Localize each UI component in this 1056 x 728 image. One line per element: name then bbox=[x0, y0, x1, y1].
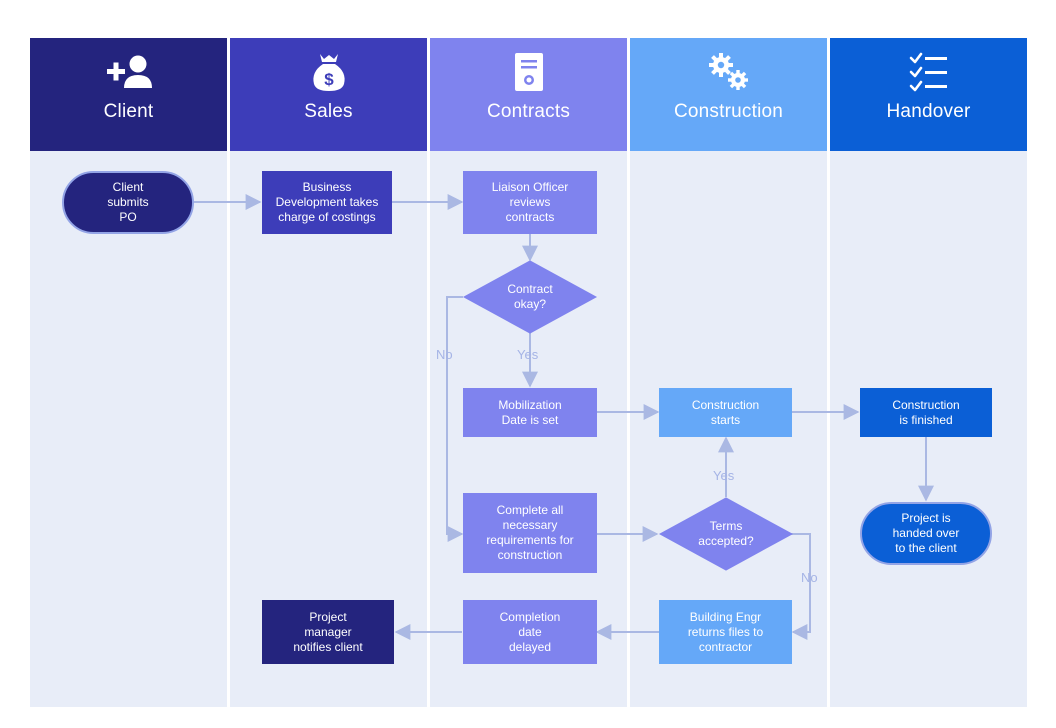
lane-header-contracts: Contracts bbox=[430, 38, 627, 151]
node-project-handed-over: Project is handed over to the client bbox=[860, 502, 992, 565]
label-contract-yes: Yes bbox=[517, 347, 539, 362]
decision-contract-okay bbox=[462, 260, 598, 334]
lane-header-sales: $ Sales bbox=[230, 38, 427, 151]
label-terms-yes: Yes bbox=[713, 468, 735, 483]
node-complete-requirements: Complete all necessary requirements for … bbox=[463, 493, 597, 573]
node-pm-notifies-client: Project manager notifies client bbox=[262, 600, 394, 664]
node-client-submits-po: Client submits PO bbox=[62, 171, 194, 234]
node-bd-costings: Business Development takes charge of cos… bbox=[262, 171, 392, 234]
node-mobilization-date: Mobilization Date is set bbox=[463, 388, 597, 437]
label-terms-no: No bbox=[801, 570, 818, 585]
node-engr-returns-files: Building Engr returns files to contracto… bbox=[659, 600, 792, 664]
lane-header-client: Client bbox=[30, 38, 227, 151]
money-bag-icon: $ bbox=[309, 52, 349, 92]
label-contract-no: No bbox=[436, 347, 453, 362]
label-contract-okay: Contract okay? bbox=[507, 282, 553, 311]
add-user-icon bbox=[104, 52, 154, 92]
svg-text:$: $ bbox=[324, 70, 334, 89]
lane-title-construction: Construction bbox=[673, 101, 784, 122]
label-terms-accepted: Terms accepted? bbox=[698, 519, 754, 548]
gears-icon bbox=[706, 52, 752, 92]
node-completion-delayed: Completion date delayed bbox=[463, 600, 597, 664]
lane-header-handover: Handover bbox=[830, 38, 1027, 151]
node-liaison-review: Liaison Officer reviews contracts bbox=[463, 171, 597, 234]
lane-title-handover: Handover bbox=[886, 101, 971, 122]
edge-contract-no bbox=[446, 296, 464, 542]
node-construction-finished: Construction is finished bbox=[860, 388, 992, 437]
lane-title-contracts: Contracts bbox=[486, 101, 571, 122]
checklist-icon bbox=[909, 52, 949, 92]
lane-header-construction: Construction bbox=[630, 38, 827, 151]
lane-title-sales: Sales bbox=[304, 101, 353, 122]
decision-terms-accepted bbox=[658, 497, 794, 571]
lane-title-client: Client bbox=[103, 101, 154, 122]
edge-terms-no bbox=[791, 533, 811, 640]
contract-document-icon bbox=[512, 52, 546, 92]
node-construction-starts: Construction starts bbox=[659, 388, 792, 437]
